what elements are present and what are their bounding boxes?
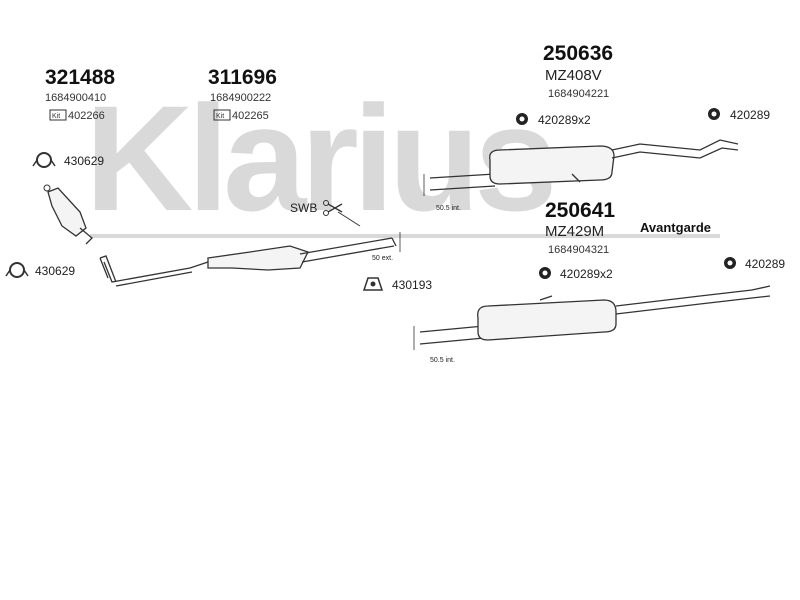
oe-number: 1684904221 <box>548 88 609 100</box>
clamp-ring-icon <box>32 152 56 168</box>
kit-icon: Kit <box>213 109 231 121</box>
scissors-icon <box>323 200 343 216</box>
model-code: MZ429M <box>545 223 604 240</box>
accessory-code: 430193 <box>392 278 432 292</box>
rubber-hanger-icon <box>516 113 528 125</box>
watermark: Klarius <box>85 74 552 242</box>
accessory-code: 430629 <box>35 264 75 278</box>
kit-icon: Kit <box>49 109 67 121</box>
part-number-321488: 321488 <box>45 66 115 89</box>
rear-silencer-250636 <box>429 139 739 191</box>
kit-number: 402266 <box>68 110 105 122</box>
accessory-code: 430629 <box>64 154 104 168</box>
svg-text:Kit: Kit <box>52 113 60 120</box>
rubber-hanger-icon <box>724 257 736 269</box>
cut-label: SWB <box>290 201 317 215</box>
model-code: MZ408V <box>545 67 602 84</box>
front-catalyst-321488 <box>43 184 93 245</box>
oe-number: 1684900222 <box>210 92 271 104</box>
accessory-code: 420289x2 <box>538 113 591 127</box>
part-number-311696: 311696 <box>208 66 277 89</box>
dimension-label: 50.5 int. <box>430 357 455 364</box>
rubber-hanger-icon <box>539 267 551 279</box>
accessory-code: 420289 <box>730 108 770 122</box>
svg-text:Kit: Kit <box>216 113 224 120</box>
clamp-ring-icon <box>5 262 29 278</box>
part-number-250636: 250636 <box>543 42 613 65</box>
kit-number: 402265 <box>232 110 269 122</box>
dimension-label: 50.5 int. <box>436 205 461 212</box>
rear-silencer-250641 <box>419 285 771 345</box>
oe-number: 1684904321 <box>548 244 609 256</box>
dimension-label: 50 ext. <box>372 255 393 262</box>
accessory-code: 420289 <box>745 257 785 271</box>
part-number-250641: 250641 <box>545 199 615 222</box>
rubber-hanger-icon <box>708 108 720 120</box>
front-pipe-311696 <box>99 237 397 287</box>
oe-number: 1684900410 <box>45 92 106 104</box>
rubber-mount-icon <box>362 277 384 291</box>
variant-label: Avantgarde <box>640 220 711 235</box>
accessory-code: 420289x2 <box>560 267 613 281</box>
